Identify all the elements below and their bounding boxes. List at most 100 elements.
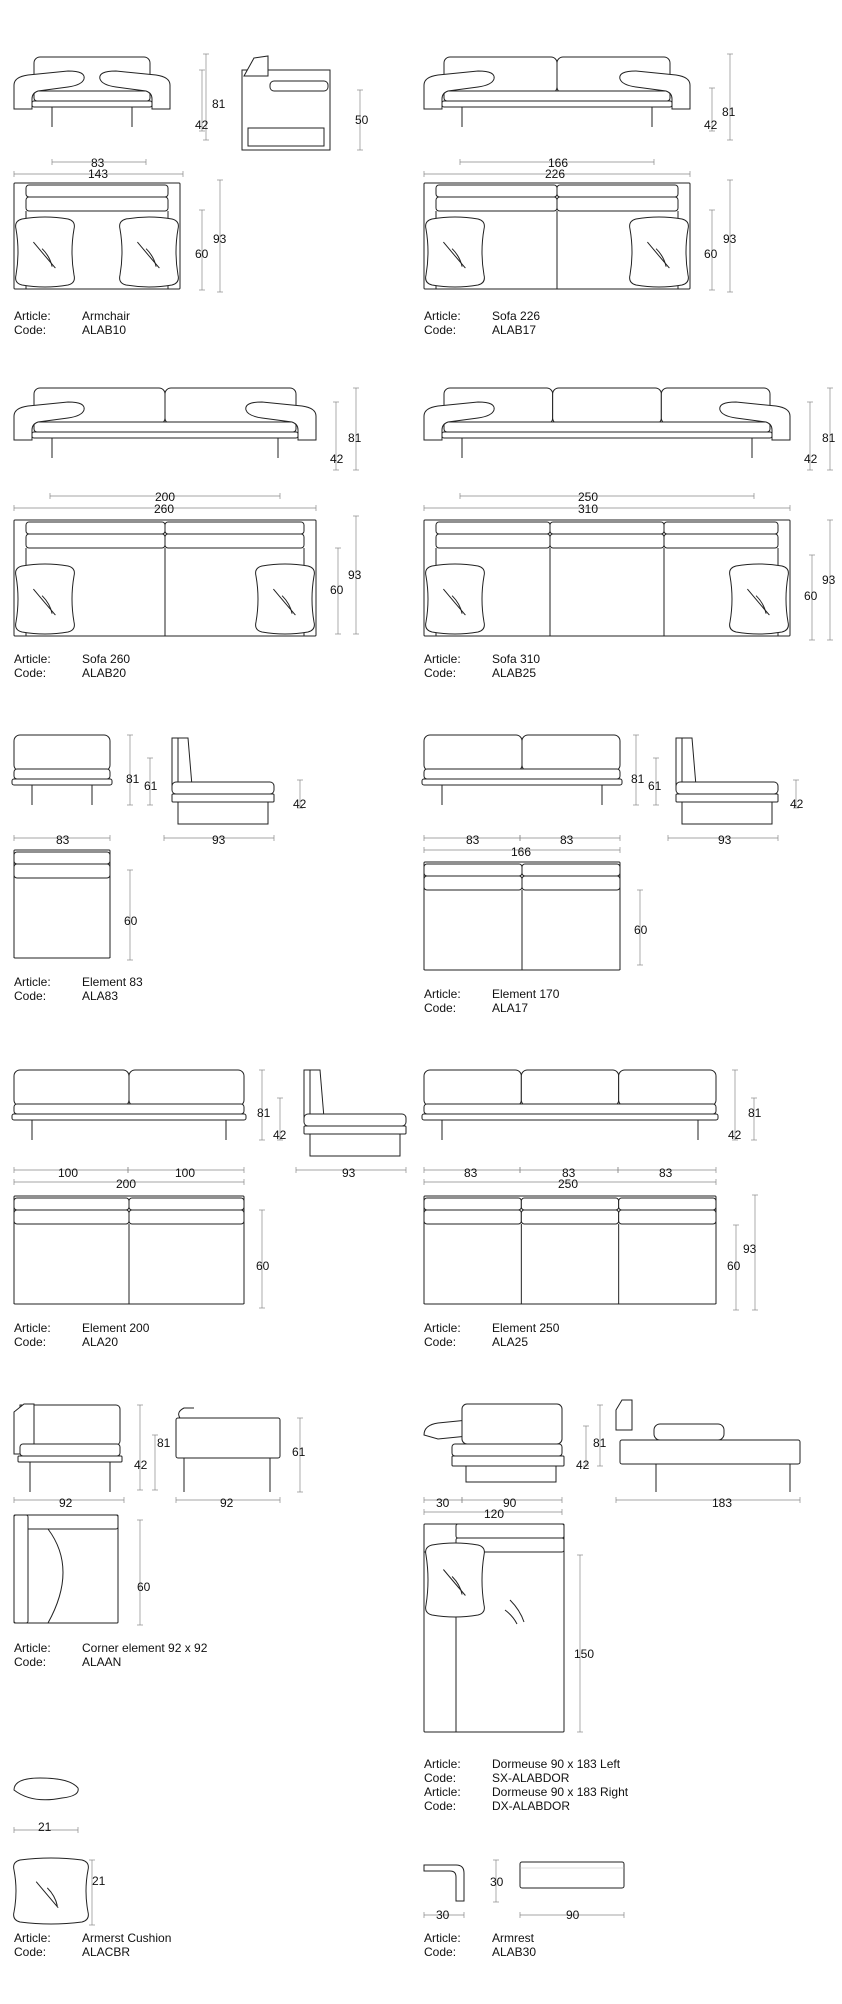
dim-back-height: 61 (144, 779, 158, 793)
article-label: Article: (14, 1321, 51, 1335)
article-code: ALA25 (492, 1335, 529, 1349)
armrest-drawings (423, 1859, 625, 1918)
dim-width: 21 (38, 1820, 52, 1834)
product-corner-element: Article:Corner element 92 x 92 Code:ALAA… (14, 1641, 207, 1669)
dim-seat-width: 90 (503, 1496, 517, 1510)
dim-seat-depth: 60 (330, 583, 344, 597)
dim-width: 92 (59, 1496, 73, 1510)
dim-depth: 93 (342, 1166, 356, 1180)
dim-total-width: 226 (545, 167, 566, 181)
dim-seat-height: 42 (293, 797, 307, 811)
sofa-226-drawings (423, 53, 733, 293)
dim-height-total: 81 (257, 1106, 271, 1120)
dim-seat-height: 42 (728, 1128, 742, 1142)
element-83-drawings (11, 734, 303, 961)
article-label: Article: (14, 652, 51, 666)
dim-seat-depth: 60 (704, 247, 718, 261)
article-code: ALAB17 (492, 323, 537, 337)
element-250-drawings (421, 1069, 758, 1311)
dim-seat-height: 42 (704, 118, 718, 132)
dim-depth: 93 (718, 833, 732, 847)
article-name: Sofa 226 (492, 309, 541, 323)
article-code: ALAB25 (492, 666, 537, 680)
dim-seat-depth: 60 (727, 1259, 741, 1273)
element-170-drawings (421, 734, 799, 971)
article-code: ALAB20 (82, 666, 127, 680)
dim-height-total: 81 (348, 431, 362, 445)
article-name: Corner element 92 x 92 (82, 1641, 208, 1655)
dim-height-total: 81 (722, 105, 736, 119)
dim-total-width: 200 (116, 1177, 137, 1191)
code-label: Code: (14, 323, 47, 337)
article-name: Armerst Cushion (82, 1931, 172, 1945)
article-name: Armchair (82, 309, 131, 323)
dim-total-width: 120 (484, 1507, 505, 1521)
product-sofa-260: Article:Sofa 260 Code:ALAB20 (14, 652, 130, 680)
dim-seat-width: 83 (91, 156, 105, 170)
article-name: Element 200 (82, 1321, 150, 1335)
dim-depth: 93 (743, 1242, 757, 1256)
code-label: Code: (424, 1771, 457, 1785)
product-element-83: Article:Element 83 Code:ALA83 (14, 975, 143, 1003)
dim-seat-depth: 60 (804, 589, 818, 603)
corner-element-drawings (13, 1403, 303, 1626)
article-label: Article: (14, 309, 51, 323)
code-label: Code: (424, 1335, 457, 1349)
dim-back-height: 61 (648, 779, 662, 793)
code-label: Code: (424, 323, 457, 337)
dim-depth: 93 (212, 833, 226, 847)
product-dormeuse: Article:Dormeuse 90 x 183 Left Code:SX-A… (424, 1757, 628, 1813)
article-code: ALAB10 (82, 323, 127, 337)
product-element-200: Article:Element 200 Code:ALA20 (14, 1321, 149, 1349)
dim-width-3: 83 (659, 1166, 673, 1180)
article-code: SX-ALABDOR (492, 1771, 570, 1785)
code-label: Code: (14, 1655, 47, 1669)
code-label: Code: (14, 1945, 47, 1959)
dim-seat-height: 42 (273, 1128, 287, 1142)
product-armchair: Article: Armchair Code: ALAB10 (14, 309, 130, 337)
code-label: Code: (424, 1799, 457, 1813)
product-element-250: Article: Element 250 Code: ALA25 (424, 1321, 559, 1349)
article-label: Article: (424, 1931, 461, 1945)
article-label: Article: (424, 987, 461, 1001)
product-armrest: Article:Armrest Code:ALAB30 (424, 1931, 536, 1959)
product-armrest-cushion: Article:Armerst Cushion Code:ALACBR (14, 1931, 171, 1959)
article-name: Sofa 260 (82, 652, 131, 666)
article-label: Article: (424, 652, 461, 666)
dim-height-total: 81 (822, 431, 836, 445)
dim-depth: 93 (348, 568, 362, 582)
article-label: Article: (424, 1321, 461, 1335)
dim-seat-height: 42 (790, 797, 804, 811)
sofa-310-drawings (423, 387, 833, 641)
dim-depth: 92 (220, 1496, 234, 1510)
dim-armrest-width: 30 (436, 1496, 450, 1510)
dim-total-width: 143 (88, 167, 109, 181)
dim-width-2: 83 (562, 1166, 576, 1180)
article-code: ALA83 (82, 989, 119, 1003)
article-label: Article: (424, 1757, 461, 1771)
article-label: Article: (424, 309, 461, 323)
article-name: Armrest (492, 1931, 534, 1945)
dim-seat-depth: 60 (634, 923, 648, 937)
dim-seat-depth: 60 (195, 247, 209, 261)
dim-seat-height: 42 (134, 1458, 148, 1472)
article-name: Element 83 (82, 975, 143, 989)
code-label: Code: (424, 1945, 457, 1959)
article-name: Element 250 (492, 1321, 560, 1335)
article-code: ALACBR (82, 1945, 131, 1959)
dim-seat-height: 42 (804, 452, 818, 466)
article-code: ALAAN (82, 1655, 122, 1669)
dim-seat-height: 42 (195, 118, 209, 132)
dim-seat-depth: 60 (124, 914, 138, 928)
armchair-drawings (13, 53, 363, 293)
dim-height-total: 81 (631, 772, 645, 786)
code-label: Code: (424, 666, 457, 680)
dim-depth: 93 (723, 232, 737, 246)
dim-seat-width: 166 (548, 156, 569, 170)
product-sofa-310: Article:Sofa 310 Code:ALAB25 (424, 652, 540, 680)
element-200-drawings (11, 1069, 407, 1309)
article-code: ALA17 (492, 1001, 529, 1015)
dim-height: 30 (490, 1875, 504, 1889)
code-label: Code: (424, 1001, 457, 1015)
dim-seat-width: 200 (155, 490, 176, 504)
